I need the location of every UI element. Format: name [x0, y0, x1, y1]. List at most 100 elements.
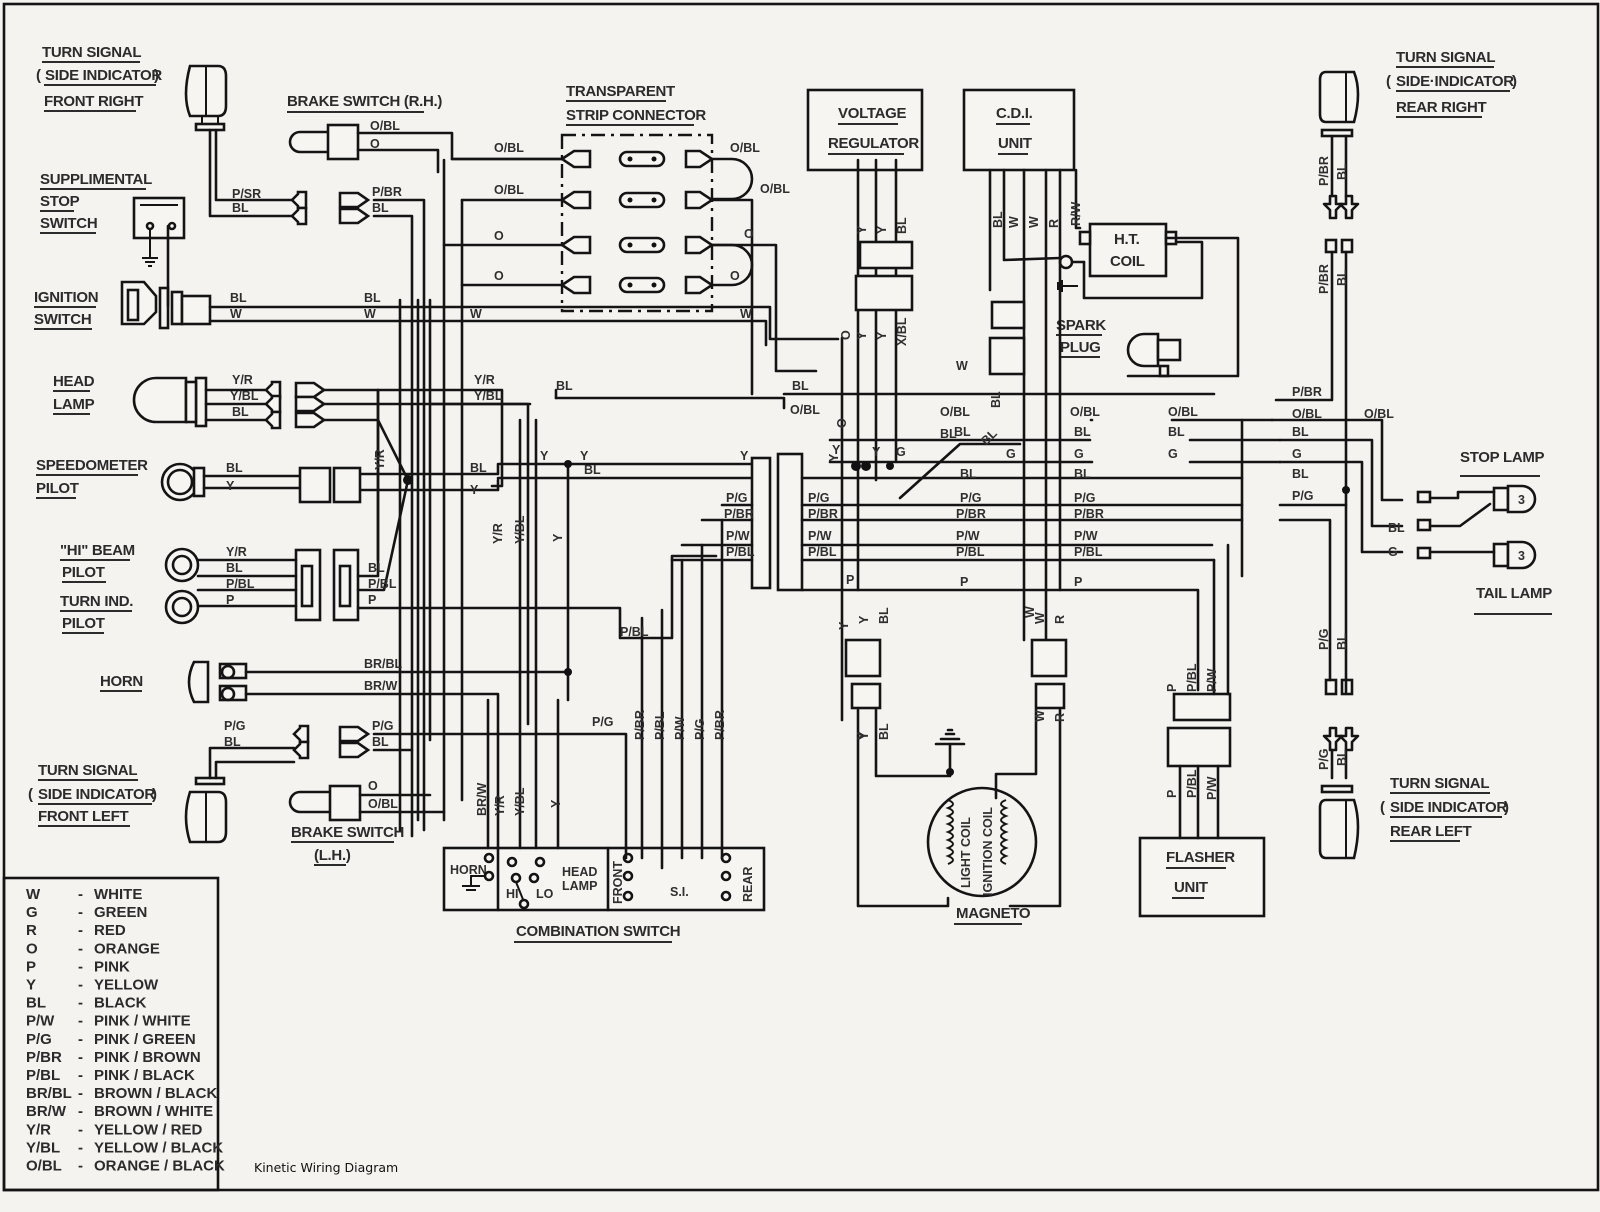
wire-color-label: W: [1027, 216, 1041, 228]
svg-text:HEAD: HEAD: [53, 373, 95, 390]
wire-color-label: P/G: [1317, 748, 1331, 770]
svg-text:(: (: [36, 67, 41, 84]
wire-color-label: Y/R: [474, 373, 495, 387]
strip-connector-row: [559, 190, 715, 210]
wire-color-label: P: [1074, 575, 1082, 589]
svg-text:S.I.: S.I.: [670, 885, 689, 899]
wire-color-label: Y/R: [491, 523, 505, 544]
wire-color-label: BL: [372, 735, 389, 749]
svg-text:PILOT: PILOT: [36, 480, 79, 497]
wire-color-label: BL: [226, 461, 243, 475]
wire-color-label: P: [368, 593, 376, 607]
wire-color-label: O/BL: [1168, 405, 1198, 419]
wire-color-label: O/BL: [494, 183, 524, 197]
wire-color-label: P/SR: [232, 187, 261, 201]
svg-text:IGNITION: IGNITION: [34, 289, 98, 306]
wire-color-label: O/BL: [1070, 405, 1100, 419]
legend-code: Y/R: [26, 1121, 51, 1138]
diagram-caption: Kinetic Wiring Diagram: [254, 1160, 398, 1175]
svg-text:): ): [1512, 73, 1517, 90]
wire-color-label: P/BR: [1074, 507, 1104, 521]
label-brake-switch-lh: BRAKE SWITCH (L.H.): [291, 824, 404, 866]
label-head-lamp: HEAD LAMP: [53, 373, 95, 415]
color-code-legend: W-WHITEG-GREENR-REDO-ORANGEP-PINKY-YELLO…: [2, 876, 225, 1192]
wire-color-label: W: [956, 359, 968, 373]
wire-color-label: P: [1165, 684, 1179, 692]
svg-text:SIDE INDICATOR: SIDE INDICATOR: [45, 67, 162, 84]
wire-color-label: O/BL: [1364, 407, 1394, 421]
legend-color: YELLOW / BLACK: [94, 1139, 223, 1156]
wire-color-label: Y/BL: [474, 389, 503, 403]
wire-color-label: O: [494, 229, 504, 243]
wire-color-label: BL: [960, 467, 977, 481]
svg-text:LAMP: LAMP: [562, 879, 597, 893]
svg-text:VOLTAGE: VOLTAGE: [838, 105, 906, 122]
wire-color-label: W: [230, 307, 242, 321]
wire-color-label: W: [1033, 710, 1047, 722]
svg-text:PILOT: PILOT: [62, 615, 105, 632]
wire-color-label: BR/W: [364, 679, 398, 693]
svg-text:UNIT: UNIT: [998, 135, 1032, 152]
svg-text:C.D.I.: C.D.I.: [996, 105, 1033, 122]
turn-signal-front-left-icon: [184, 776, 228, 844]
wire-color-label: P/BR: [713, 710, 727, 740]
svg-text:SIDE INDICATOR: SIDE INDICATOR: [38, 786, 155, 803]
svg-text:TURN SIGNAL: TURN SIGNAL: [1390, 775, 1489, 792]
legend-color: RED: [94, 922, 126, 939]
legend-row: BL-BLACK: [26, 995, 147, 1012]
strip-connector-row: [559, 149, 715, 169]
wire-color-label: P/BR: [1292, 385, 1322, 399]
wire-color-label: Y: [855, 225, 869, 234]
svg-text:SPEEDOMETER: SPEEDOMETER: [36, 457, 148, 474]
wire-color-label: O/BL: [790, 403, 820, 417]
wire-color-label: P/G: [960, 491, 982, 505]
legend-dash: -: [78, 977, 83, 994]
svg-text:SIDE INDICATOR: SIDE INDICATOR: [1390, 799, 1507, 816]
wire-color-label: BL: [989, 391, 1003, 408]
wire-color-label: O/BL: [494, 141, 524, 155]
wire-color-label: P/G: [693, 718, 707, 740]
legend-code: R: [26, 922, 37, 939]
wire-color-label: P/BL: [226, 577, 255, 591]
svg-text:IGNITION COIL: IGNITION COIL: [981, 807, 995, 896]
legend-code: P/G: [26, 1031, 52, 1048]
wire-color-label: Y: [832, 443, 841, 457]
legend-color: YELLOW: [94, 977, 159, 994]
svg-text:SIDE·INDICATOR: SIDE·INDICATOR: [1396, 73, 1514, 90]
legend-color: PINK: [94, 958, 130, 975]
legend-code: BR/BL: [26, 1085, 72, 1102]
wire-color-label: P/BR: [633, 710, 647, 740]
wire-color-label: Y: [549, 799, 563, 808]
svg-text:H.T.: H.T.: [1114, 231, 1140, 248]
svg-text:TURN SIGNAL: TURN SIGNAL: [38, 762, 137, 779]
wire-color-label: O/BL: [368, 797, 398, 811]
svg-text:LAMP: LAMP: [53, 396, 95, 413]
bullet-connector-female: [264, 410, 282, 430]
svg-text:LO: LO: [536, 887, 554, 901]
wire-color-label: BL: [1335, 163, 1349, 180]
wire-color-label: BL: [895, 217, 909, 234]
wire-color-label: O: [835, 418, 849, 428]
wire-color-label: BL: [877, 723, 891, 740]
speedometer-pilot-icon: [160, 462, 206, 502]
wire-color-label: P: [1165, 790, 1179, 798]
wire-color-label: O/BL: [730, 141, 760, 155]
legend-dash: -: [78, 886, 83, 903]
wire-color-label: R: [1053, 713, 1067, 722]
label-turn-signal-rear-left: TURN SIGNAL ( SIDE INDICATOR ) REAR LEFT: [1380, 775, 1509, 842]
wire-color-label: BL: [556, 379, 573, 393]
wire-color-label: W: [1033, 612, 1047, 624]
wire-color-label: P/G: [1292, 489, 1314, 503]
wire-color-label: O: [730, 269, 740, 283]
wire-color-label: G: [1006, 447, 1016, 461]
svg-text:TAIL LAMP: TAIL LAMP: [1476, 585, 1552, 602]
wire-color-label: P: [846, 573, 854, 587]
pilot-lamps-icon: [164, 547, 360, 625]
wire-color-label: P/W: [808, 529, 832, 543]
svg-text:SUPPLIMENTAL: SUPPLIMENTAL: [40, 171, 152, 188]
svg-text:TURN SIGNAL: TURN SIGNAL: [1396, 49, 1495, 66]
flasher-unit-box: FLASHER UNIT: [1138, 836, 1266, 918]
bullet-connector-male: [338, 191, 371, 209]
legend-dash: -: [78, 995, 83, 1012]
